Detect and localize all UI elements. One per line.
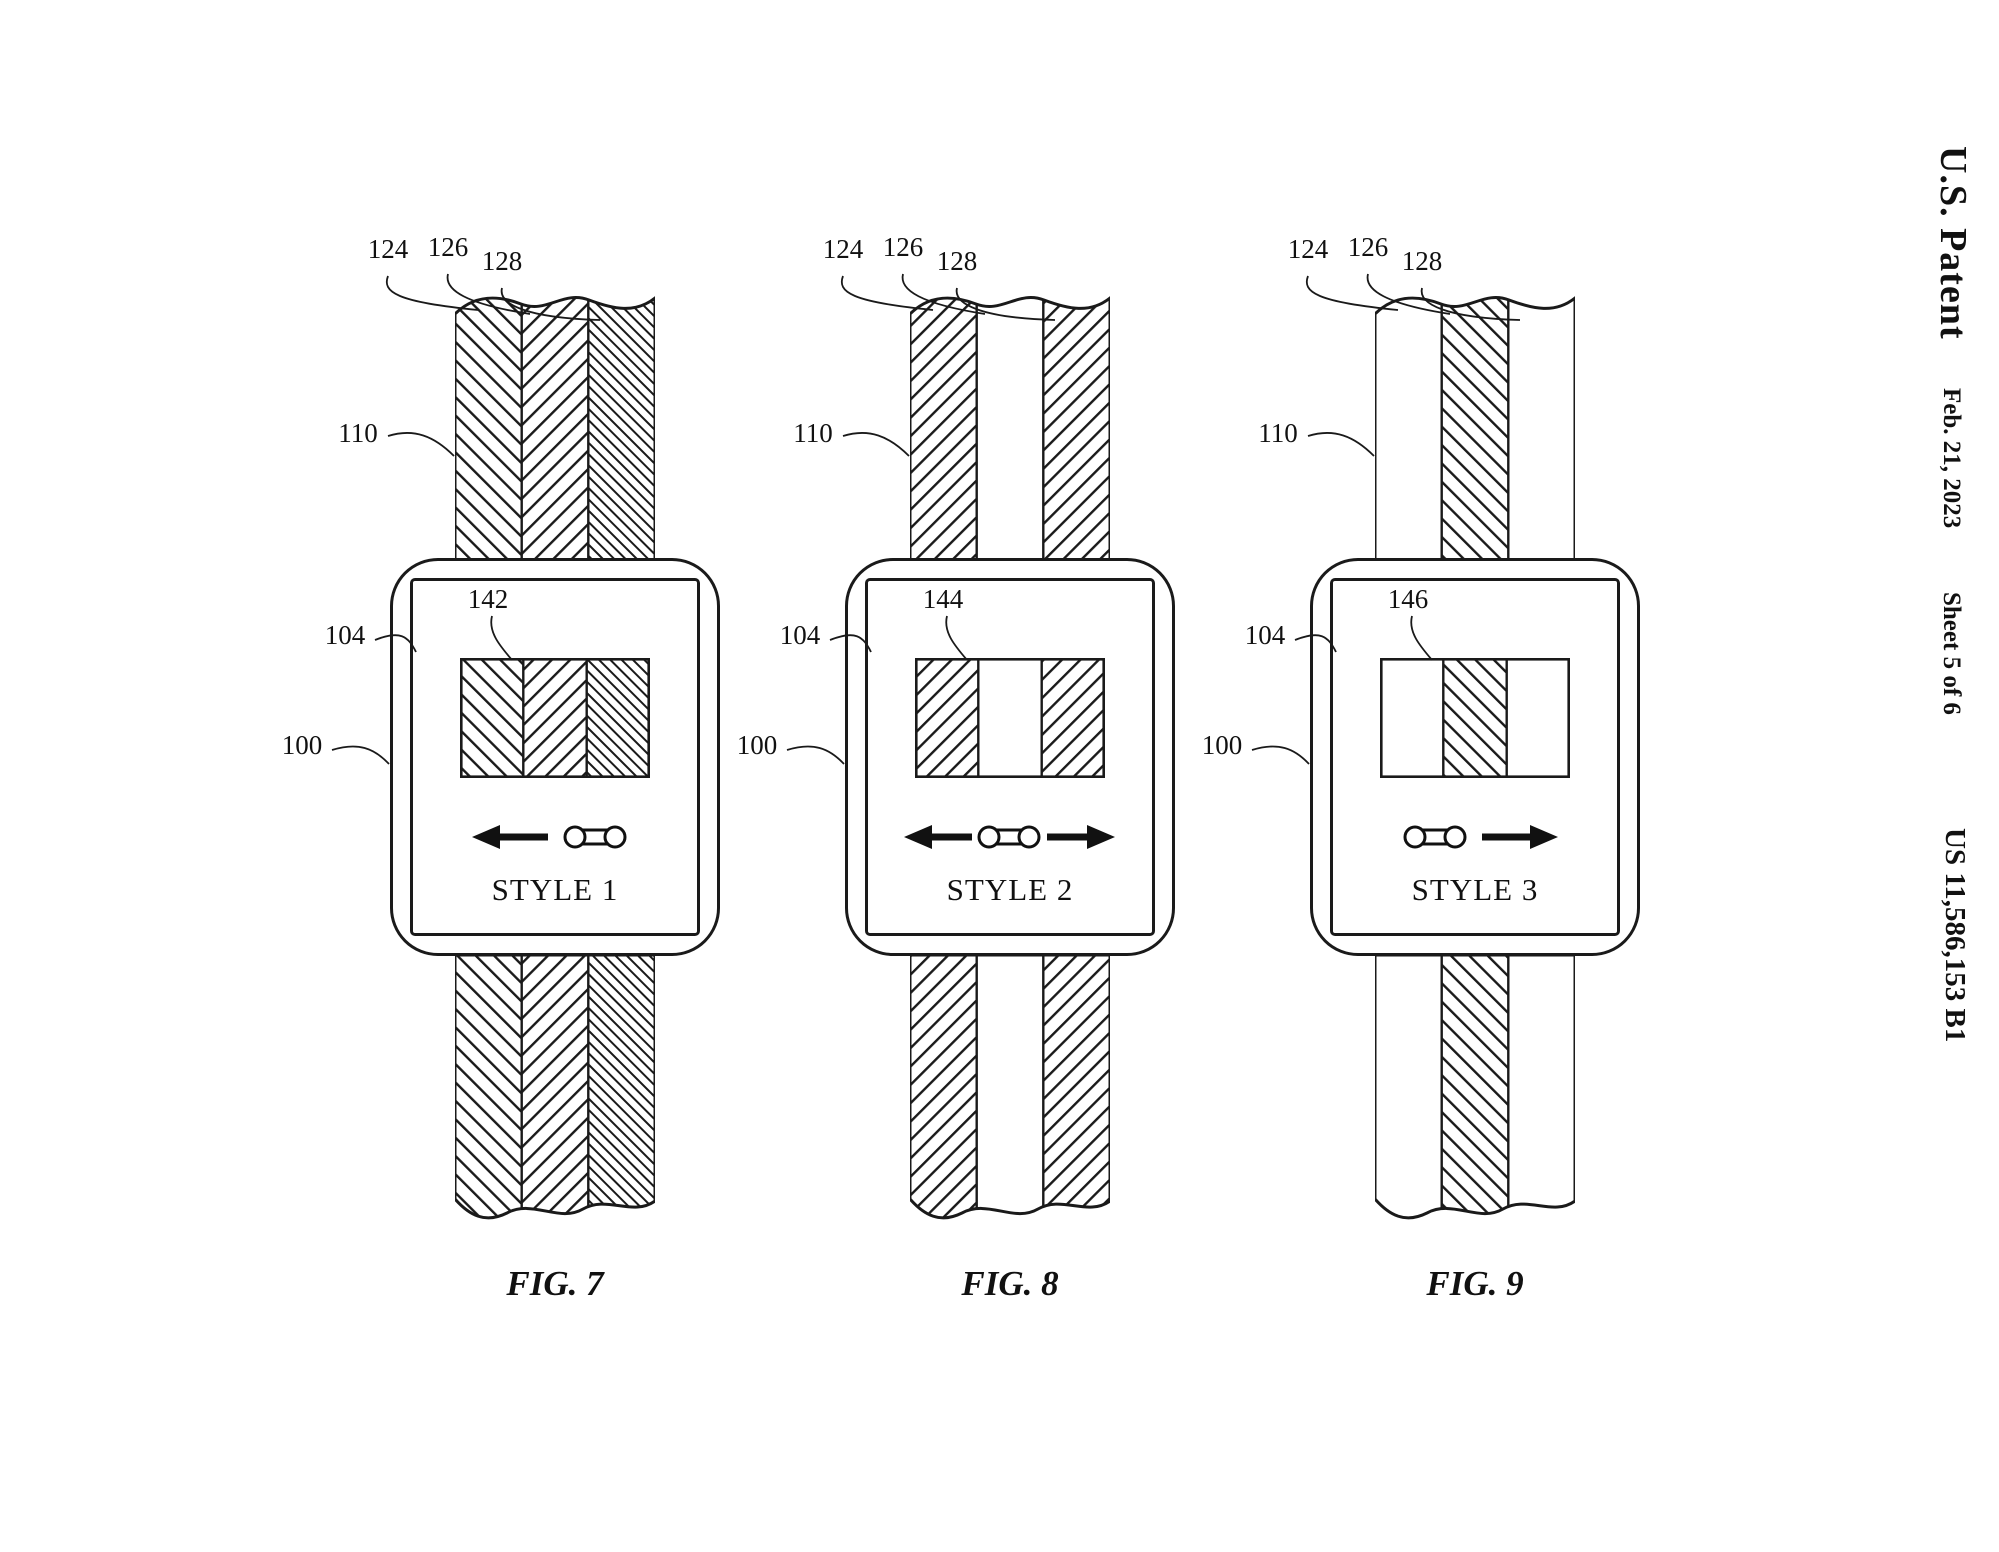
ref-label-104: 104 — [779, 620, 821, 650]
watch-band-bottom-graphic — [1375, 955, 1575, 1220]
ref-label-128: 128 — [1401, 246, 1443, 276]
style-swatch — [915, 658, 1105, 778]
figure-8: 124 126 128 110 104 100 144 — [735, 230, 1205, 1340]
ref-label-144: 144 — [922, 584, 964, 614]
watch-body — [845, 558, 1175, 956]
ref-label-110: 110 — [793, 418, 833, 448]
watch-screen — [865, 578, 1155, 936]
sheet-number: Sheet 5 of 6 — [1938, 592, 1965, 715]
ref-label-126: 126 — [882, 232, 924, 262]
watch-band-top-graphic — [455, 296, 655, 560]
ref-label-142: 142 — [467, 584, 509, 614]
ref-label-146: 146 — [1387, 584, 1429, 614]
ref-label-104: 104 — [324, 620, 366, 650]
figure-caption: FIG. 7 — [506, 1264, 604, 1303]
watch-band-bottom-graphic — [910, 955, 1110, 1220]
ref-label-100: 100 — [1201, 730, 1243, 760]
style-name: STYLE 3 — [1411, 872, 1539, 907]
patent-date: Feb. 21, 2023 — [1938, 388, 1965, 529]
patent-number: US 11,586,153 B1 — [1939, 828, 1971, 1043]
slide-both-arrow-icon — [904, 825, 1115, 849]
slide-right-arrow-icon — [1403, 825, 1558, 849]
figure-caption: FIG. 8 — [961, 1264, 1059, 1303]
ref-label-128: 128 — [936, 246, 978, 276]
ref-label-124: 124 — [367, 234, 409, 264]
leader-100 — [786, 745, 845, 765]
style-name: STYLE 1 — [491, 872, 619, 907]
ref-label-126: 126 — [1347, 232, 1389, 262]
leader-100 — [1251, 745, 1310, 765]
style-name: STYLE 2 — [946, 872, 1074, 907]
ref-label-104: 104 — [1244, 620, 1286, 650]
leader-110 — [1307, 432, 1375, 457]
leader-110 — [387, 432, 455, 457]
ref-label-124: 124 — [822, 234, 864, 264]
ref-label-110: 110 — [338, 418, 378, 448]
ref-label-126: 126 — [427, 232, 469, 262]
leader-110 — [842, 432, 910, 457]
figure-caption: FIG. 9 — [1426, 1264, 1524, 1303]
figure-9: 124 126 128 110 104 100 146 — [1200, 230, 1670, 1340]
slide-left-arrow-icon — [472, 825, 627, 849]
figure-7: 124 126 128 110 104 100 142 — [280, 230, 750, 1340]
ref-label-128: 128 — [481, 246, 523, 276]
watch-band-top-graphic — [910, 296, 1110, 560]
ref-label-110: 110 — [1258, 418, 1298, 448]
patent-header: U.S. Patent — [1932, 146, 1974, 340]
watch-screen — [1330, 578, 1620, 936]
ref-label-100: 100 — [281, 730, 323, 760]
watch-band-bottom-graphic — [455, 955, 655, 1220]
leader-100 — [331, 745, 390, 765]
watch-band-top-graphic — [1375, 296, 1575, 560]
ref-label-124: 124 — [1287, 234, 1329, 264]
style-swatch — [1380, 658, 1570, 778]
ref-label-100: 100 — [736, 730, 778, 760]
watch-screen — [410, 578, 700, 936]
style-swatch — [460, 658, 650, 778]
